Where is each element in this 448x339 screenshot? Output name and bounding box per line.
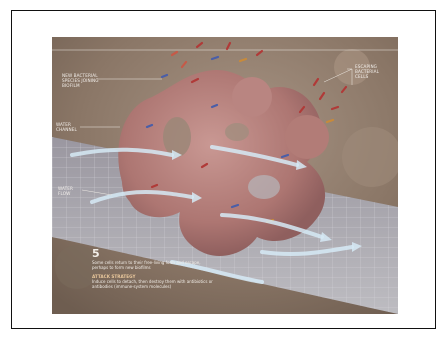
biofilm-lobe (285, 115, 329, 159)
label-water-flow: WATER FLOW (58, 187, 80, 197)
water-channel-hole (248, 175, 280, 199)
label-water-channel: WATER CHANNEL (56, 123, 80, 133)
label-new-species: NEW BACTERIAL SPECIES JOINING BIOFILM (62, 74, 102, 88)
attack-strategy-text: Induce cells to detach, then destroy the… (92, 280, 232, 290)
water-channel-hole (225, 123, 249, 141)
biofilm-illustration: NEW BACTERIAL SPECIES JOINING BIOFILM WA… (52, 37, 398, 314)
label-escaping-cells: ESCAPING BACTERIAL CELLS (355, 65, 389, 79)
water-channel-hole (163, 117, 191, 157)
biofilm-scene (52, 37, 398, 314)
step-description: Some cells return to their free-living f… (92, 261, 212, 271)
step-number: 5 (92, 248, 100, 259)
biofilm-lobe (232, 77, 272, 117)
